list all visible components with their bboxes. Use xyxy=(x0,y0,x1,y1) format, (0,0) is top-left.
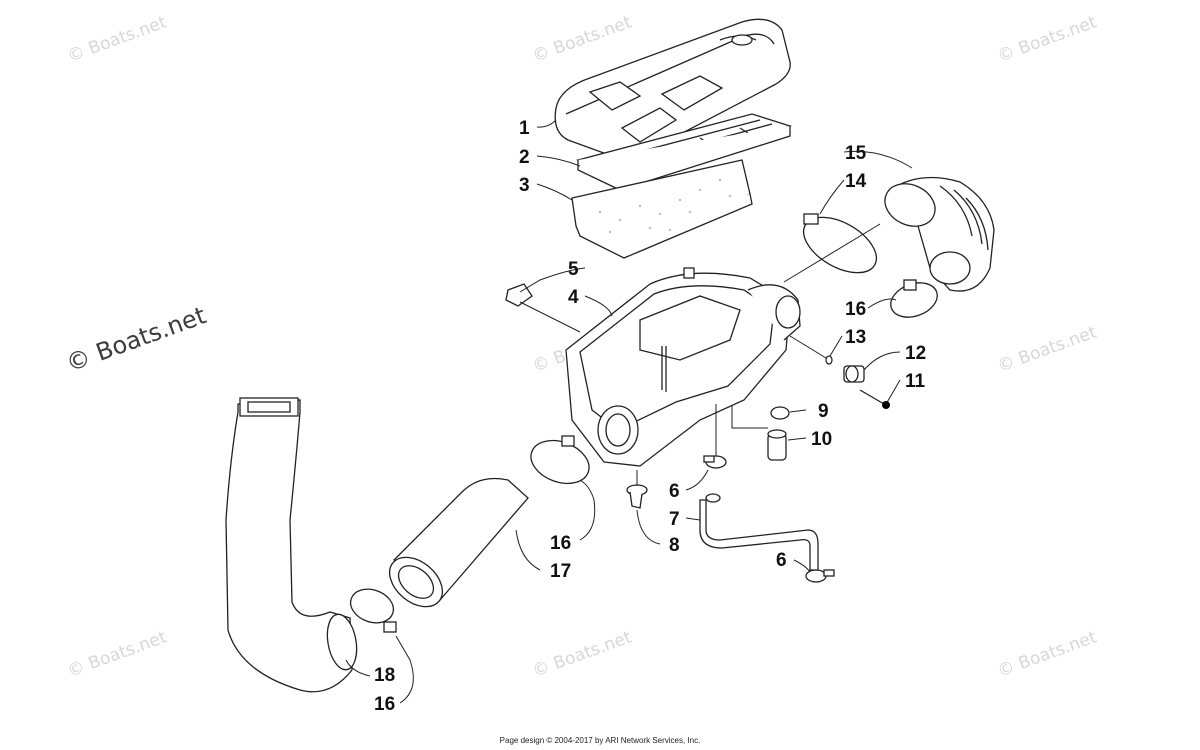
callout-17: 17 xyxy=(550,561,571,582)
callout-5: 5 xyxy=(568,259,579,280)
callout-7: 7 xyxy=(669,509,680,530)
callout-4: 4 xyxy=(568,287,579,308)
grommet xyxy=(626,484,648,509)
callout-15: 15 xyxy=(845,143,867,164)
fitting xyxy=(843,365,865,383)
callout-16-bottom: 16 xyxy=(374,694,395,715)
intake-duct xyxy=(389,477,529,608)
drain-hose xyxy=(699,493,819,571)
callout-6-lower: 6 xyxy=(776,550,787,571)
airbox-body xyxy=(565,267,801,467)
watermark: © Boats.net xyxy=(530,627,635,681)
page-footer: Page design © 2004-2017 by ARI Network S… xyxy=(499,736,701,745)
callout-10: 10 xyxy=(811,429,832,450)
callout-12: 12 xyxy=(905,343,926,364)
callout-1: 1 xyxy=(519,118,530,139)
callout-3: 3 xyxy=(519,175,530,196)
watermark: © Boats.net xyxy=(530,12,635,66)
o-ring xyxy=(825,355,833,365)
watermark: © Boats.net xyxy=(995,322,1100,376)
large-clamp-16-bottom xyxy=(349,588,397,633)
callout-16-middle: 16 xyxy=(550,533,571,554)
watermark: © Boats.net xyxy=(995,12,1100,66)
intake-boot xyxy=(884,176,995,292)
callout-18: 18 xyxy=(374,665,395,686)
callout-16-right: 16 xyxy=(845,299,866,320)
large-clamp-16-middle xyxy=(530,435,590,485)
callout-13: 13 xyxy=(845,327,866,348)
callout-labels: 1 2 3 5 4 15 14 16 13 12 11 9 10 6 7 8 6… xyxy=(374,118,926,715)
foam-filter-element xyxy=(571,159,753,259)
callout-9: 9 xyxy=(818,401,829,422)
airbox-cover xyxy=(554,18,791,158)
clamp xyxy=(770,406,790,420)
watermark: © Boats.net xyxy=(65,12,170,66)
watermark: © Boats.net xyxy=(62,301,209,377)
snorkel-tube xyxy=(225,397,358,693)
callout-14: 14 xyxy=(845,171,867,192)
foam-texture xyxy=(598,178,732,234)
clip xyxy=(505,283,533,307)
watermark: © Boats.net xyxy=(65,627,170,681)
callout-6-upper: 6 xyxy=(669,481,680,502)
callout-2: 2 xyxy=(519,147,530,168)
callout-8: 8 xyxy=(669,535,680,556)
watermark: © Boats.net xyxy=(995,627,1100,681)
callout-11: 11 xyxy=(905,371,926,392)
screw xyxy=(859,389,890,409)
small-hose-clamp-upper xyxy=(703,455,727,469)
large-clamp-14 xyxy=(803,213,877,274)
leader-lines xyxy=(345,119,913,704)
large-clamp-16-right xyxy=(890,279,938,318)
drain-cap xyxy=(767,429,787,461)
